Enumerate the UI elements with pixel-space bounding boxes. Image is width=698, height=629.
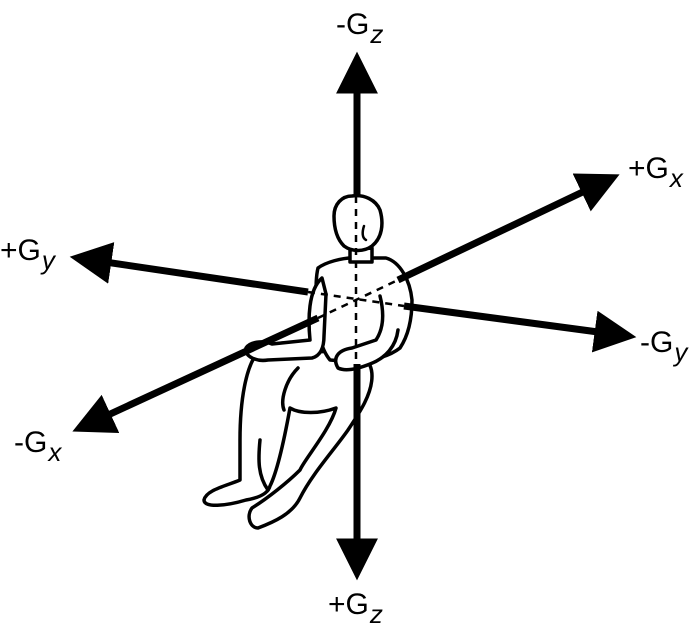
- label-neg-gy: -Gy: [640, 328, 687, 358]
- label-pos-gy: +Gy: [0, 236, 55, 266]
- figure-head: [334, 196, 382, 251]
- y-axis-negative: [404, 306, 628, 336]
- x-axis-positive: [398, 178, 612, 280]
- seated-person-figure: [204, 196, 412, 528]
- label-neg-gx: -Gx: [14, 428, 61, 458]
- label-neg-gz: -Gz: [336, 10, 383, 40]
- y-axis-positive: [78, 258, 308, 292]
- label-pos-gx: +Gx: [628, 154, 683, 184]
- label-pos-gz: +Gz: [328, 590, 383, 620]
